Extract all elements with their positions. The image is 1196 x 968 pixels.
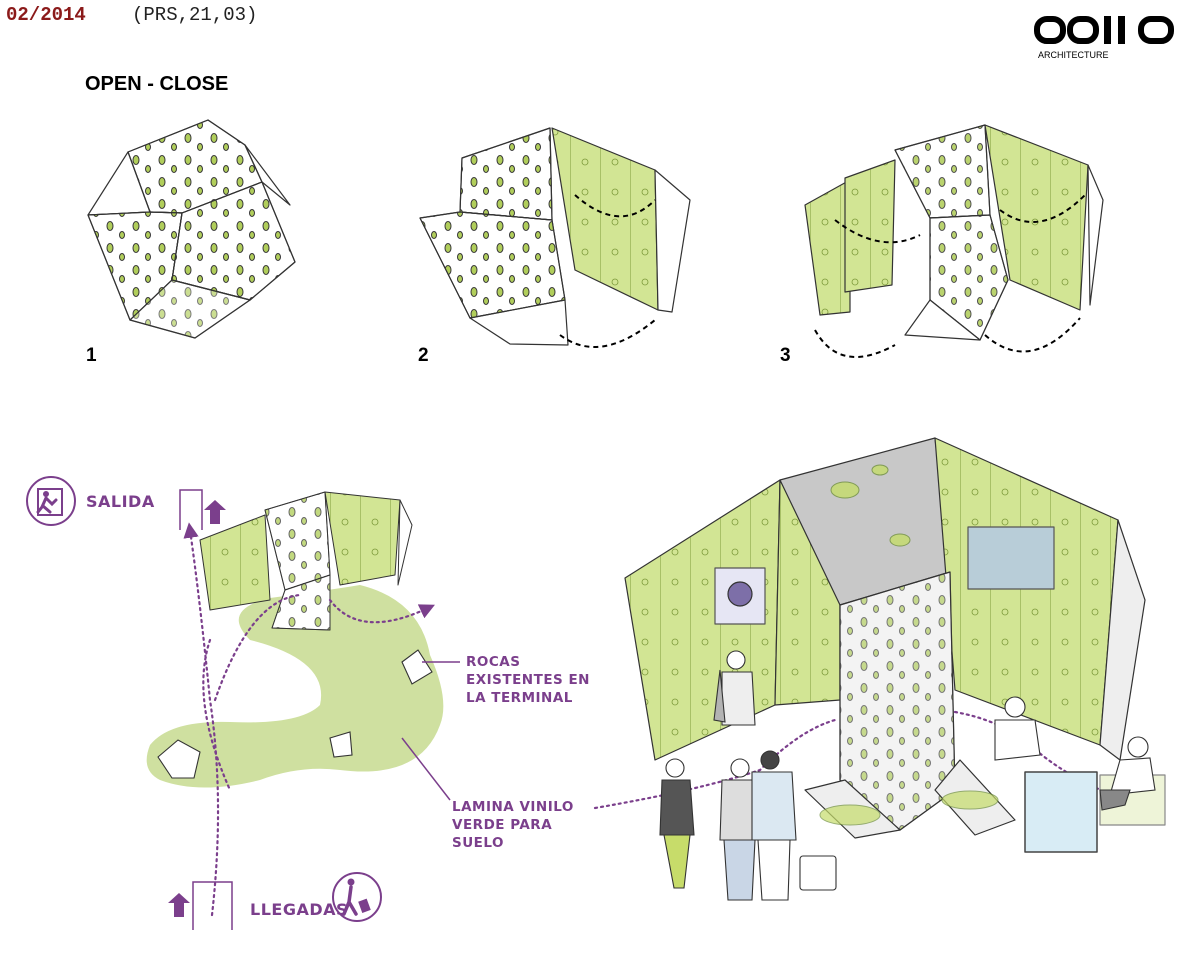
floor-leader-line — [401, 737, 451, 801]
rocks-annotation: ROCAS EXISTENTES EN LA TERMINAL — [466, 654, 590, 706]
pavilion-half-open-diagram — [419, 127, 691, 348]
pavilion-open-diagram — [804, 124, 1104, 358]
step-2-label: 2 — [418, 345, 429, 366]
arrivals-label: LLEGADAS — [250, 900, 349, 919]
step-1-label: 1 — [86, 345, 97, 366]
existing-rocks — [157, 649, 433, 779]
floor-vinyl-area — [146, 585, 444, 788]
exit-person-icon — [26, 476, 76, 526]
exit-door-icon — [179, 489, 203, 530]
step-3-label: 3 — [780, 345, 791, 366]
traveler-luggage-icon — [332, 872, 382, 922]
arrow-up-icon — [204, 500, 226, 524]
people-sketch — [659, 650, 1156, 901]
ooiio-logo: ARCHITECTURE — [1034, 16, 1174, 60]
floor-vinyl-annotation: LAMINA VINILO VERDE PARA SUELO — [452, 799, 574, 851]
logo-subtitle: ARCHITECTURE — [1038, 50, 1109, 60]
section-title: OPEN - CLOSE — [85, 73, 229, 95]
project-code: (PRS,21,03) — [132, 4, 258, 26]
exit-label: SALIDA — [86, 492, 155, 511]
date-stamp: 02/2014 — [6, 4, 86, 26]
pavilion-perspective — [624, 437, 1166, 853]
arrival-door-icon — [192, 881, 233, 930]
planters-sketch — [819, 464, 999, 826]
pavilion-closed-diagram — [87, 119, 296, 339]
plan-pavilion-sketch — [199, 491, 413, 631]
arrow-up-icon — [168, 893, 190, 917]
